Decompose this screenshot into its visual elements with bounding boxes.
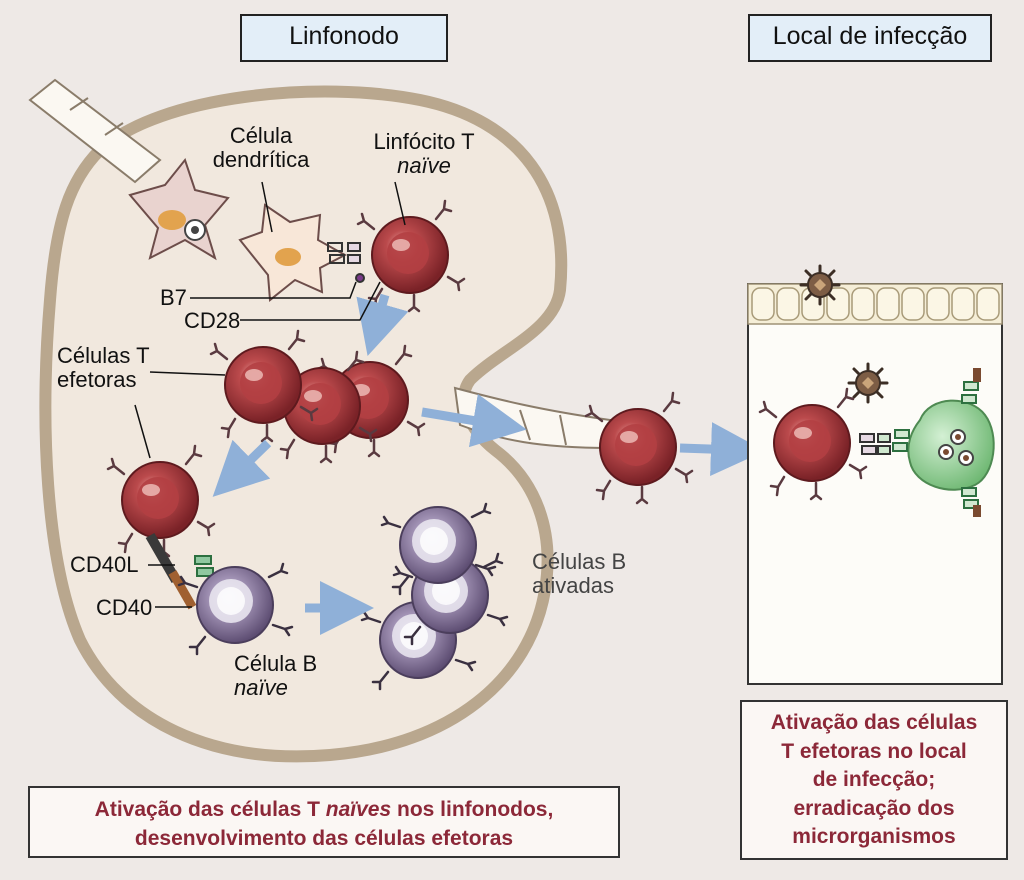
label-b7: B7 (160, 285, 187, 310)
afferent-lymphatic-vessel (28, 78, 162, 184)
flow-arrows (212, 293, 765, 635)
dendritic-cell (238, 203, 348, 302)
title-infection-site: Local de infecção (748, 14, 992, 62)
label-naive-t-cell: Linfócito T naïve (373, 129, 475, 178)
leader-lines (134, 181, 406, 608)
label-dendritic-cell: Célula dendrítica (212, 123, 310, 172)
migrating-effector-t-cell (584, 391, 694, 505)
label-effector-t-cells: Células T efetoras (57, 343, 150, 392)
tcr-mhc-infection (859, 433, 891, 455)
label-cd40l: CD40L (70, 552, 139, 577)
tcr-mhc-complex (327, 242, 365, 283)
infected-cell (892, 368, 995, 517)
label-cd28: CD28 (184, 308, 241, 333)
arrow-help (212, 439, 272, 497)
title-lymph-node: Linfonodo (240, 14, 448, 62)
caption-lymph-node: Ativação das células T naïves nos linfon… (28, 786, 620, 858)
microbe (799, 264, 841, 306)
label-activated-b-cells: Células B ativadas (532, 549, 627, 598)
dendritic-cell-incoming (128, 157, 230, 261)
label-cd40: CD40 (96, 595, 153, 620)
cd40l-cd40-bond (145, 532, 214, 610)
caption-infection-site: Ativação das células T efetoras no local… (740, 700, 1008, 860)
microbe (847, 362, 889, 404)
arrow-activation (356, 293, 409, 356)
arrow-exit-node (421, 393, 527, 448)
label-naive-b-cell: Célula B naïve (234, 651, 318, 700)
arrow-to-infection (679, 422, 765, 477)
